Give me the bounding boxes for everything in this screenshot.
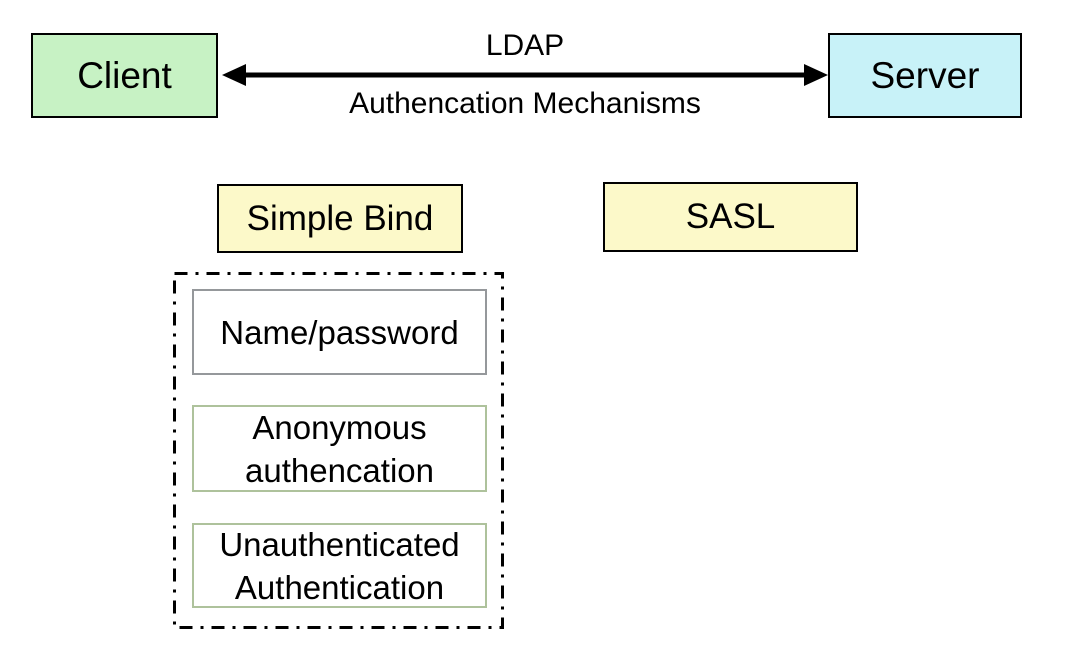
- server-node: Server: [828, 33, 1022, 118]
- name-password-label-line1: Name/password: [220, 313, 459, 351]
- client-label: Client: [77, 54, 172, 96]
- simple-bind-label: Simple Bind: [246, 198, 434, 238]
- anonymous-authentication-node: Anonymous authencation: [192, 405, 487, 492]
- arrow-left-head-icon: [222, 64, 246, 86]
- ldap-protocol-label: LDAP: [485, 29, 565, 62]
- unauthenticated-authentication-node: Unauthenticated Authentication: [192, 523, 487, 608]
- sasl-node: SASL: [603, 182, 858, 252]
- name-password-node: Name/password: [192, 289, 487, 375]
- unauthenticated-label-line1: Unauthenticated: [219, 525, 460, 563]
- authentication-mechanisms-label: Authencation Mechanisms: [349, 87, 701, 120]
- client-node: Client: [31, 33, 218, 118]
- unauthenticated-label-line2: Authentication: [234, 568, 445, 606]
- anonymous-label-line2: authencation: [245, 451, 434, 489]
- arrow-right-head-icon: [804, 64, 828, 86]
- anonymous-label-line1: Anonymous: [252, 408, 427, 446]
- simple-bind-node: Simple Bind: [217, 184, 463, 253]
- sasl-label: SASL: [685, 197, 776, 236]
- server-label: Server: [870, 54, 980, 96]
